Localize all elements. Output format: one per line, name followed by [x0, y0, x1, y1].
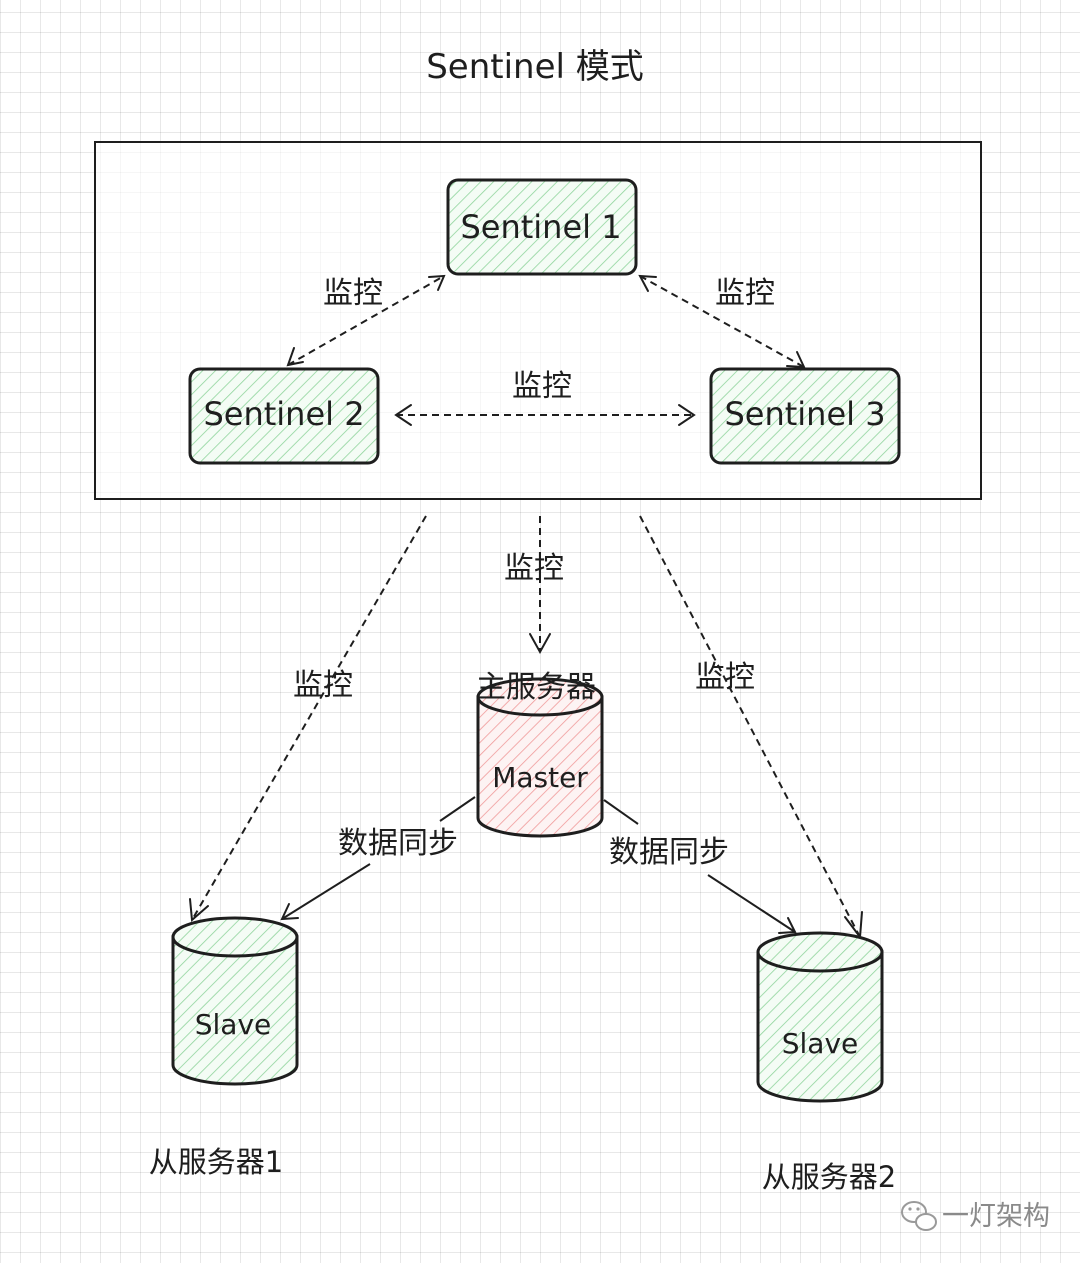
master-caption: 主服务器: [476, 670, 596, 705]
arrow-sentinel2-sentinel1: [286, 274, 446, 367]
edge-label-sync-slave2: 数据同步: [609, 835, 729, 870]
master-label: Master: [492, 761, 588, 794]
arrow-monitor-slave2: [639, 515, 863, 940]
sentinel-1-label: Sentinel 1: [460, 208, 621, 246]
sentinel-3-label: Sentinel 3: [724, 395, 885, 433]
sentinel-2-label: Sentinel 2: [203, 395, 364, 433]
sentinel-3-node: Sentinel 3: [709, 367, 901, 465]
arrow-sentinel2-sentinel3: [394, 404, 696, 426]
sentinel-2-node: Sentinel 2: [188, 367, 380, 465]
slave-2-label: Slave: [782, 1027, 859, 1060]
wechat-icon: [901, 1201, 937, 1231]
arrow-monitor-slave1: [189, 515, 427, 923]
edge-label-s1-s3: 监控: [715, 276, 775, 311]
arrow-monitor-master: [529, 516, 551, 655]
sentinel-1-node: Sentinel 1: [446, 178, 638, 276]
slave-2-database: Slave: [756, 931, 884, 1103]
arrow-sync-slave2: [603, 799, 797, 934]
edge-label-s2-s3: 监控: [512, 369, 572, 404]
diagram-title: Sentinel 模式: [426, 47, 644, 87]
slave-1-caption: 从服务器1: [149, 1145, 283, 1179]
slave-2-caption: 从服务器2: [762, 1160, 896, 1194]
edge-label-to-slave1: 监控: [293, 668, 353, 703]
slave-1-database: Slave: [171, 916, 299, 1086]
edge-label-s2-s1: 监控: [323, 276, 383, 311]
edge-label-to-slave2: 监控: [695, 660, 755, 695]
arrow-sentinel1-sentinel3: [638, 274, 806, 369]
edge-label-to-master: 监控: [504, 551, 564, 586]
slave-1-label: Slave: [195, 1008, 272, 1041]
arrow-sync-slave1: [280, 796, 476, 921]
watermark-text: 一灯架构: [942, 1201, 1050, 1232]
edge-label-sync-slave1: 数据同步: [338, 826, 458, 861]
master-database: Master: [476, 677, 604, 838]
